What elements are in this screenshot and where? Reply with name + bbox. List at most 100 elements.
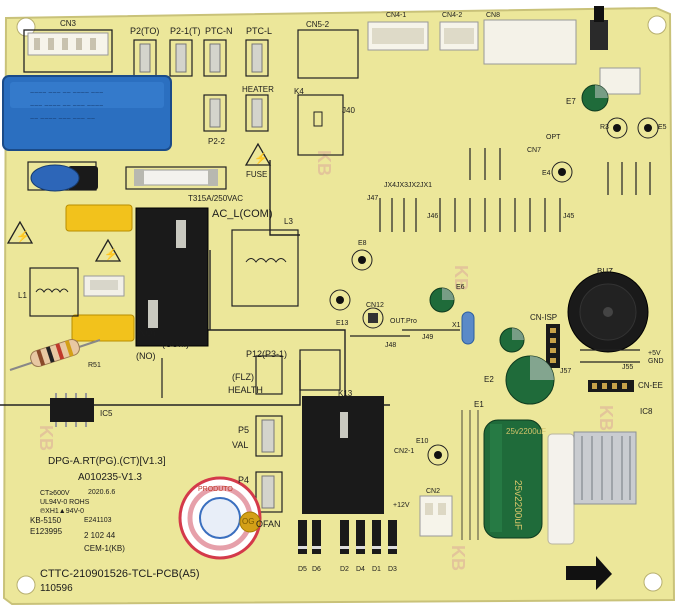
svg-text:KB: KB bbox=[314, 150, 334, 176]
label-d1: D1 bbox=[372, 566, 381, 573]
label-j46: J46 bbox=[427, 213, 439, 220]
label-j45: J45 bbox=[563, 213, 575, 220]
label-d4: D4 bbox=[356, 566, 365, 573]
label-val: VAL bbox=[232, 440, 249, 450]
switch bbox=[590, 20, 608, 50]
label-p12: P12(P3-1) bbox=[246, 349, 288, 359]
svg-text:KB: KB bbox=[448, 545, 468, 571]
label-sticker-suffix: OG bbox=[242, 517, 255, 526]
label-d3: D3 bbox=[388, 566, 397, 573]
label-r3: R3 bbox=[600, 124, 609, 131]
label-health: HEALTH bbox=[228, 385, 263, 395]
label-model-code: A010235-V1.3 bbox=[78, 472, 142, 483]
label-e241103: E241103 bbox=[84, 517, 112, 524]
cn8-connector bbox=[483, 19, 577, 65]
label-out-pro: OUT.Pro bbox=[390, 318, 417, 325]
label-date: 2020.6.6 bbox=[88, 489, 116, 496]
label-j57: J57 bbox=[560, 368, 572, 375]
mount-hole-top-right bbox=[647, 15, 667, 35]
label-d5: D5 bbox=[298, 566, 307, 573]
label-ul: UL94V-0 ROHS bbox=[40, 499, 90, 506]
label-xh: ℗XH1▲94V-0 bbox=[40, 508, 84, 515]
label-ptc-l: PTC-L bbox=[246, 26, 273, 36]
label-heater: HEATER bbox=[242, 85, 274, 94]
label-e5: E5 bbox=[658, 124, 667, 131]
main-relay bbox=[135, 207, 209, 347]
label-e6: E6 bbox=[456, 284, 465, 291]
yellow-capacitor bbox=[71, 314, 135, 342]
label-com: (COM) bbox=[162, 339, 189, 349]
label-p5: P5 bbox=[238, 425, 250, 435]
label-cn4-2: CN4-2 bbox=[442, 12, 463, 19]
label-jx4: JX4 bbox=[384, 182, 397, 189]
label-j55: J55 bbox=[622, 364, 634, 371]
label-serial: 110596 bbox=[40, 583, 73, 594]
label-cn-isp: CN-ISP bbox=[530, 313, 558, 322]
label-d6: D6 bbox=[312, 566, 321, 573]
label-ic8: IC8 bbox=[640, 407, 653, 416]
label-cn4-1: CN4-1 bbox=[386, 12, 407, 19]
label-e123995: E123995 bbox=[30, 527, 63, 536]
label-p4: P4 bbox=[238, 475, 250, 485]
label-flz: (FLZ) bbox=[232, 372, 254, 382]
svg-text:~~ ~~~~ ~~~ ~~~ ~~: ~~ ~~~~ ~~~ ~~~ ~~ bbox=[30, 116, 95, 123]
label-cap-big: 25v2200uF bbox=[506, 427, 547, 436]
label-buz: BUZ bbox=[597, 267, 613, 276]
label-e7: E7 bbox=[566, 97, 576, 106]
svg-text:KB: KB bbox=[36, 425, 56, 451]
cn2-connector bbox=[419, 495, 453, 537]
label-cem1: CEM-1(KB) bbox=[84, 544, 125, 553]
kb-watermarks: KB KB KB KB KB bbox=[36, 150, 616, 571]
fuse bbox=[139, 169, 213, 186]
label-l3: L3 bbox=[284, 217, 293, 226]
svg-text:KB: KB bbox=[596, 405, 616, 431]
label-e4: E4 bbox=[542, 170, 551, 177]
ic5-chip bbox=[50, 398, 94, 422]
label-e8: E8 bbox=[358, 240, 367, 247]
label-sticker-brand: PRODUTO bbox=[198, 486, 233, 493]
label-kb5150: KB-5150 bbox=[30, 516, 62, 525]
label-cn7: CN7 bbox=[527, 147, 542, 154]
label-j47: J47 bbox=[367, 195, 379, 202]
label-j40: J40 bbox=[342, 106, 355, 115]
direction-arrow bbox=[566, 556, 612, 590]
label-jx1: JX1 bbox=[420, 182, 433, 189]
label-e13: E13 bbox=[336, 320, 349, 327]
label-no1: (NO) bbox=[136, 328, 156, 338]
label-batch: 2 102 44 bbox=[84, 531, 116, 540]
heatsink bbox=[573, 431, 637, 505]
label-opt: OPT bbox=[546, 134, 561, 141]
label-l1: L1 bbox=[18, 291, 27, 300]
label-ptc-n: PTC-N bbox=[205, 26, 233, 36]
label-jx2: JX2 bbox=[408, 182, 421, 189]
label-cn2: CN2 bbox=[426, 488, 441, 495]
label-no2: (NO) bbox=[136, 351, 156, 361]
mount-hole-bottom-left bbox=[16, 575, 36, 595]
label-cn-ee: CN-EE bbox=[638, 381, 663, 390]
label-fuse: FUSE bbox=[246, 170, 268, 179]
label-e1: E1 bbox=[474, 400, 484, 409]
label-p2to: P2(TO) bbox=[130, 26, 160, 36]
svg-text:KB: KB bbox=[451, 265, 471, 291]
svg-text:~~~ ~~~~ ~~ ~~~ ~~~~: ~~~ ~~~~ ~~ ~~~ ~~~~ bbox=[30, 103, 103, 110]
mount-hole-bottom-right bbox=[643, 572, 663, 592]
silk-divider bbox=[209, 160, 300, 330]
label-k4: K4 bbox=[294, 87, 304, 96]
label-ofan: OFAN bbox=[256, 519, 281, 529]
svg-text:⚡: ⚡ bbox=[16, 230, 30, 243]
label-p2-1: P2-1(T) bbox=[170, 26, 201, 36]
spade-terminals-top bbox=[133, 39, 269, 132]
label-cn5-2: CN5-2 bbox=[306, 20, 330, 29]
label-r51: R51 bbox=[88, 362, 101, 369]
label-d2: D2 bbox=[340, 566, 349, 573]
svg-text:~~~~ ~~~ ~~ ~~~~ ~~~: ~~~~ ~~~ ~~ ~~~~ ~~~ bbox=[30, 90, 103, 97]
label-x1: X1 bbox=[452, 322, 461, 329]
label-plus12v: +12V bbox=[393, 502, 410, 509]
svg-text:25v2200uF: 25v2200uF bbox=[512, 480, 523, 530]
yellow-capacitor bbox=[65, 204, 133, 232]
label-fuse-rating: T315A/250VAC bbox=[188, 194, 243, 203]
mount-hole-top-left bbox=[16, 17, 36, 37]
label-cttc: CTTC-210901526-TCL-PCB(A5) bbox=[40, 568, 200, 580]
label-model: DPG-A.RT(PG).(CT)[V1.3] bbox=[48, 456, 166, 467]
